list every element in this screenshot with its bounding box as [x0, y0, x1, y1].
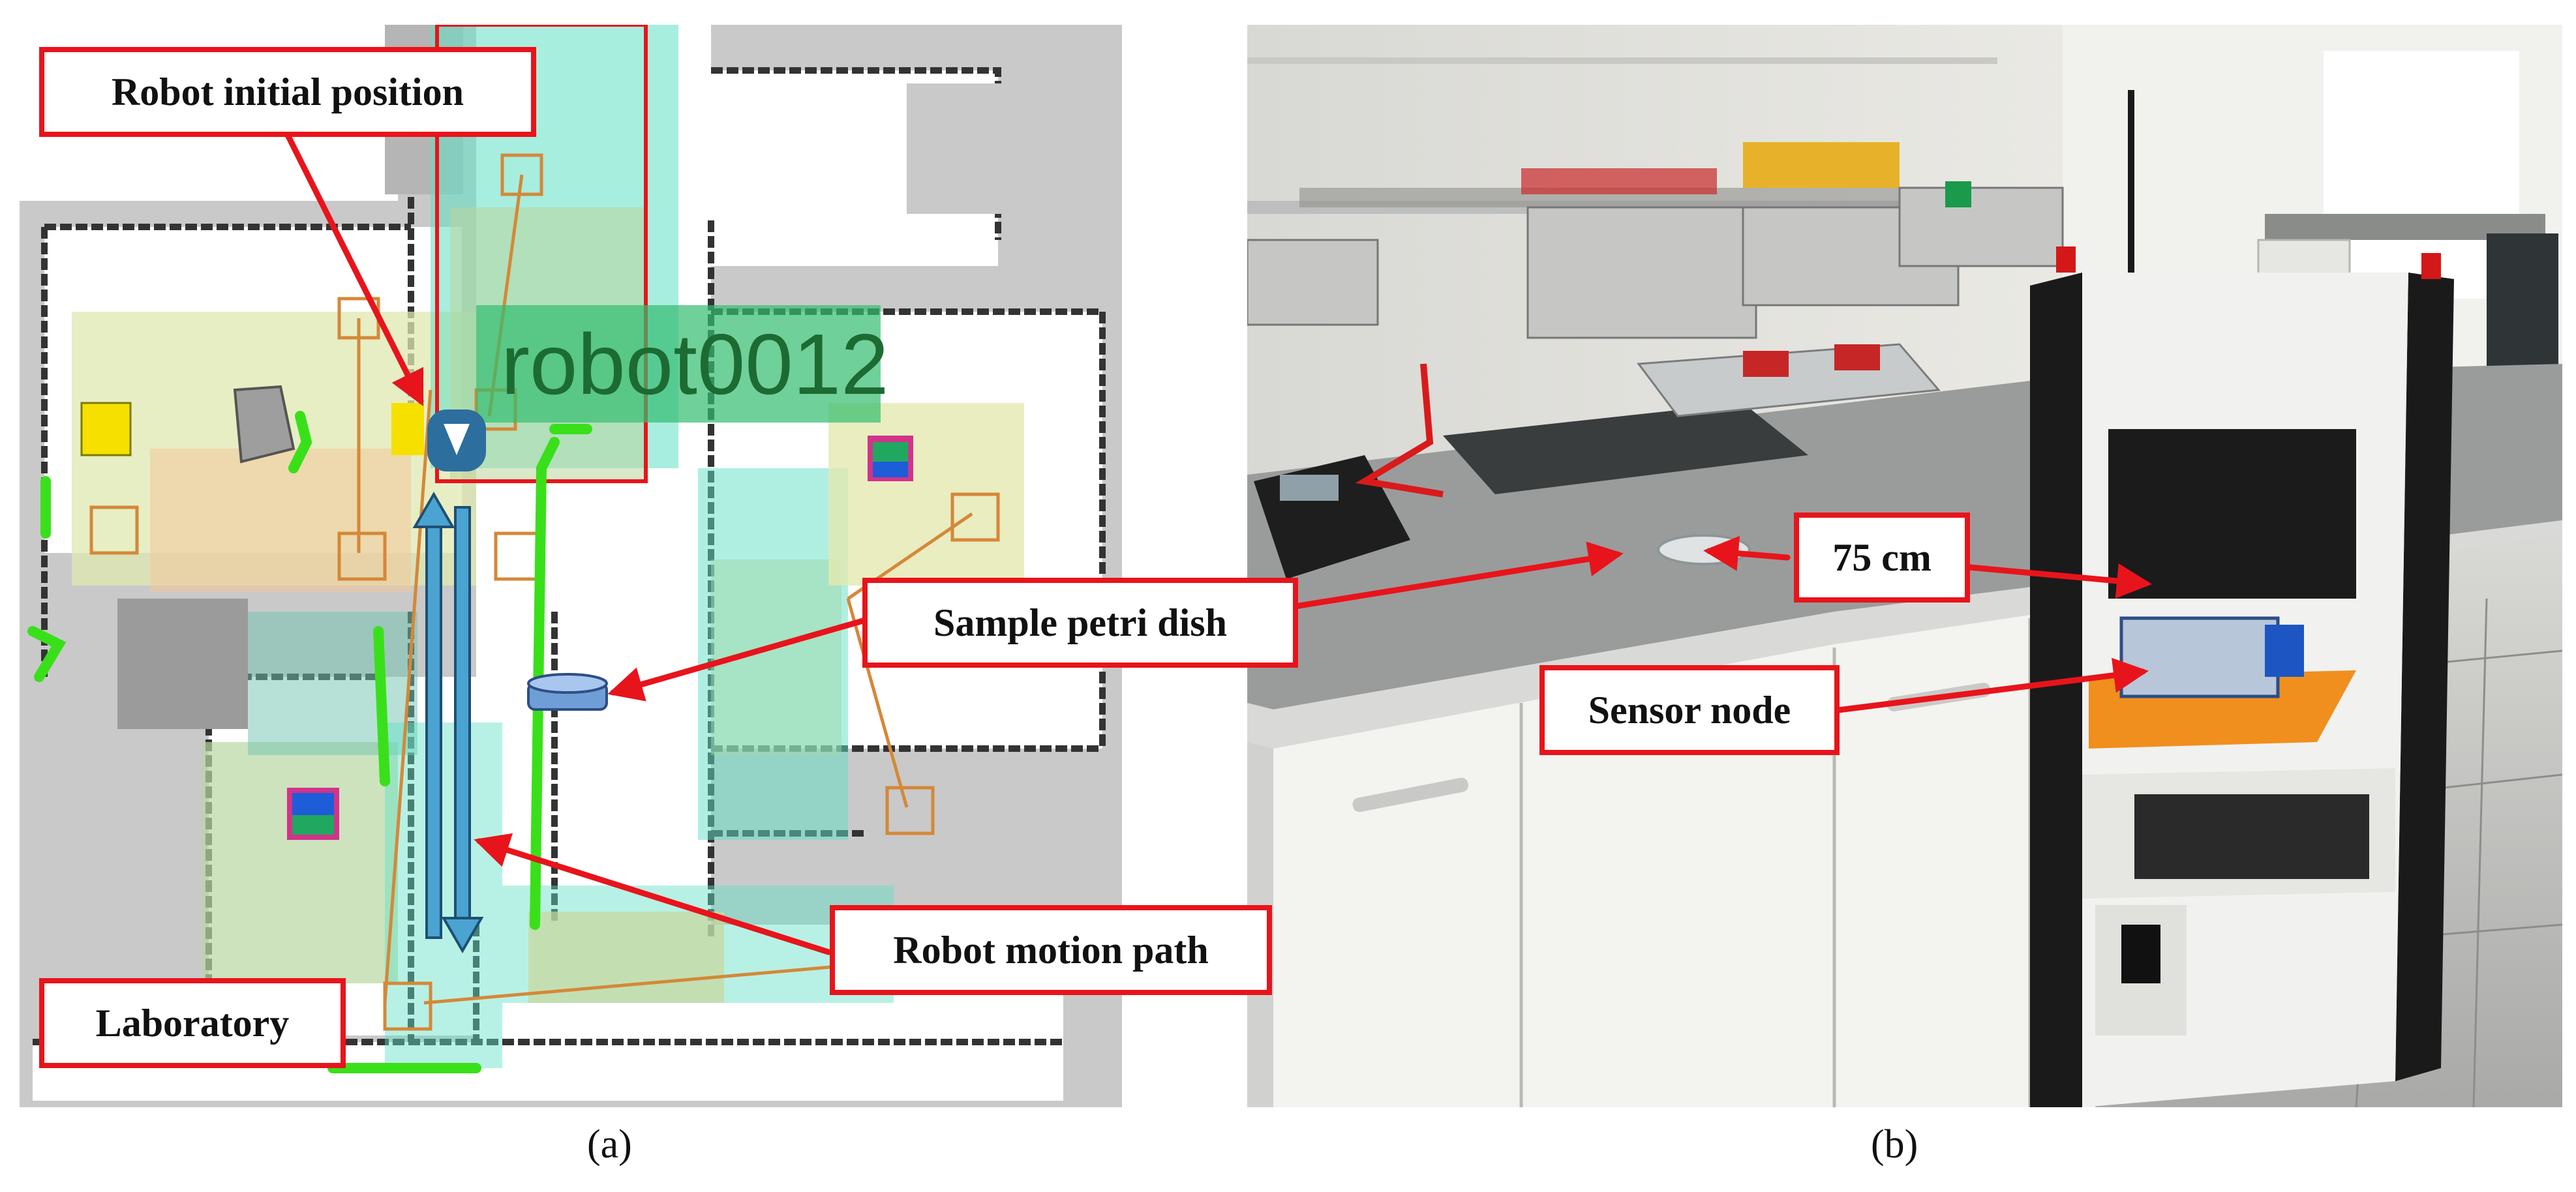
laser-scan [27, 411, 592, 1073]
callout-distance: 75 cm [1794, 513, 1970, 603]
callout-robot-initial-position: Robot initial position [39, 47, 536, 137]
caption-a: (a) [587, 1122, 632, 1167]
robot-name-label: robot0012 [501, 316, 889, 412]
callout-robot-motion-path: Robot motion path [830, 905, 1272, 995]
robot-icon [427, 410, 486, 471]
caption-b: (b) [1871, 1122, 1918, 1167]
callout-sensor-node: Sensor node [1539, 665, 1840, 755]
motion-path-arrows [412, 492, 484, 953]
robot-name-tag [476, 305, 881, 423]
callout-laboratory: Laboratory [39, 978, 346, 1068]
petri-dish-icon [527, 673, 608, 711]
mobile-robot [2030, 90, 2454, 1107]
callout-sample-petri-dish: Sample petri dish [862, 578, 1298, 668]
